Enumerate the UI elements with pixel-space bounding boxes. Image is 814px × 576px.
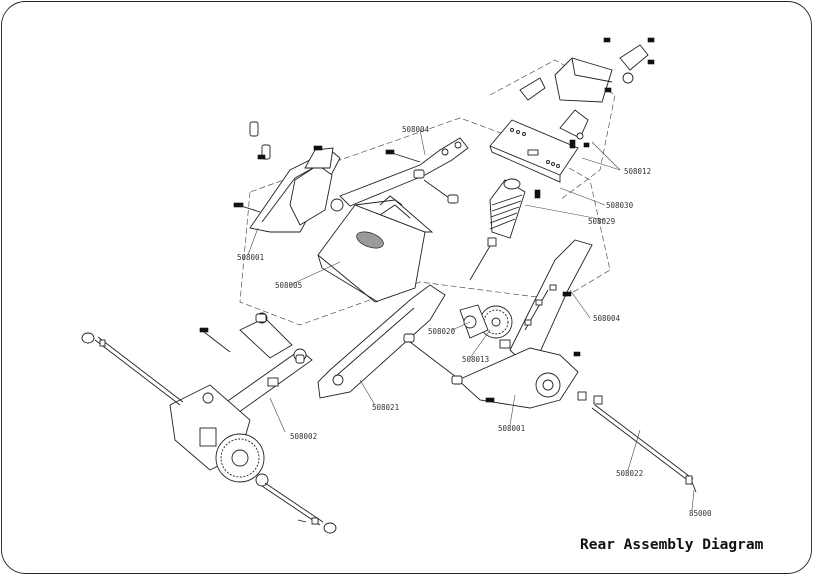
part-label: 508021: [372, 403, 399, 412]
part-labels: 508004 508012 508030 508029 508001 50800…: [237, 125, 712, 518]
left-axle: [81, 332, 337, 534]
spacer: [255, 313, 305, 364]
part-label: 508004: [402, 125, 430, 134]
part-label: 508001: [237, 253, 264, 262]
right-side-plate: [509, 239, 593, 361]
part-label: 508012: [624, 167, 651, 176]
part-label: 508002: [290, 432, 317, 441]
spur-gear-assembly: [459, 304, 513, 349]
part-label: 508001: [498, 424, 525, 433]
part-label: 508030: [606, 201, 634, 210]
part-label: 508020: [428, 327, 456, 336]
servo-tray: [489, 119, 579, 199]
left-mount-bracket: [233, 121, 341, 233]
right-hub-carrier: [403, 333, 603, 409]
upper-link-bracket: [330, 137, 469, 212]
assembly-outline: [239, 59, 616, 326]
leader-lines: [247, 129, 695, 511]
part-label: 508022: [616, 469, 643, 478]
part-label: 508013: [462, 355, 489, 364]
part-label: 508005: [275, 281, 302, 290]
left-differential: [169, 384, 269, 487]
shock-absorber: [469, 178, 526, 281]
battery-box: [317, 195, 434, 303]
drive-belt: [317, 284, 446, 399]
diagram-caption: Rear Assembly Diagram: [580, 537, 764, 553]
part-label: 85000: [689, 509, 712, 518]
right-axle: [591, 404, 697, 493]
part-label: 508004: [593, 314, 621, 323]
part-label: 508029: [588, 217, 615, 226]
servo: [519, 37, 655, 148]
